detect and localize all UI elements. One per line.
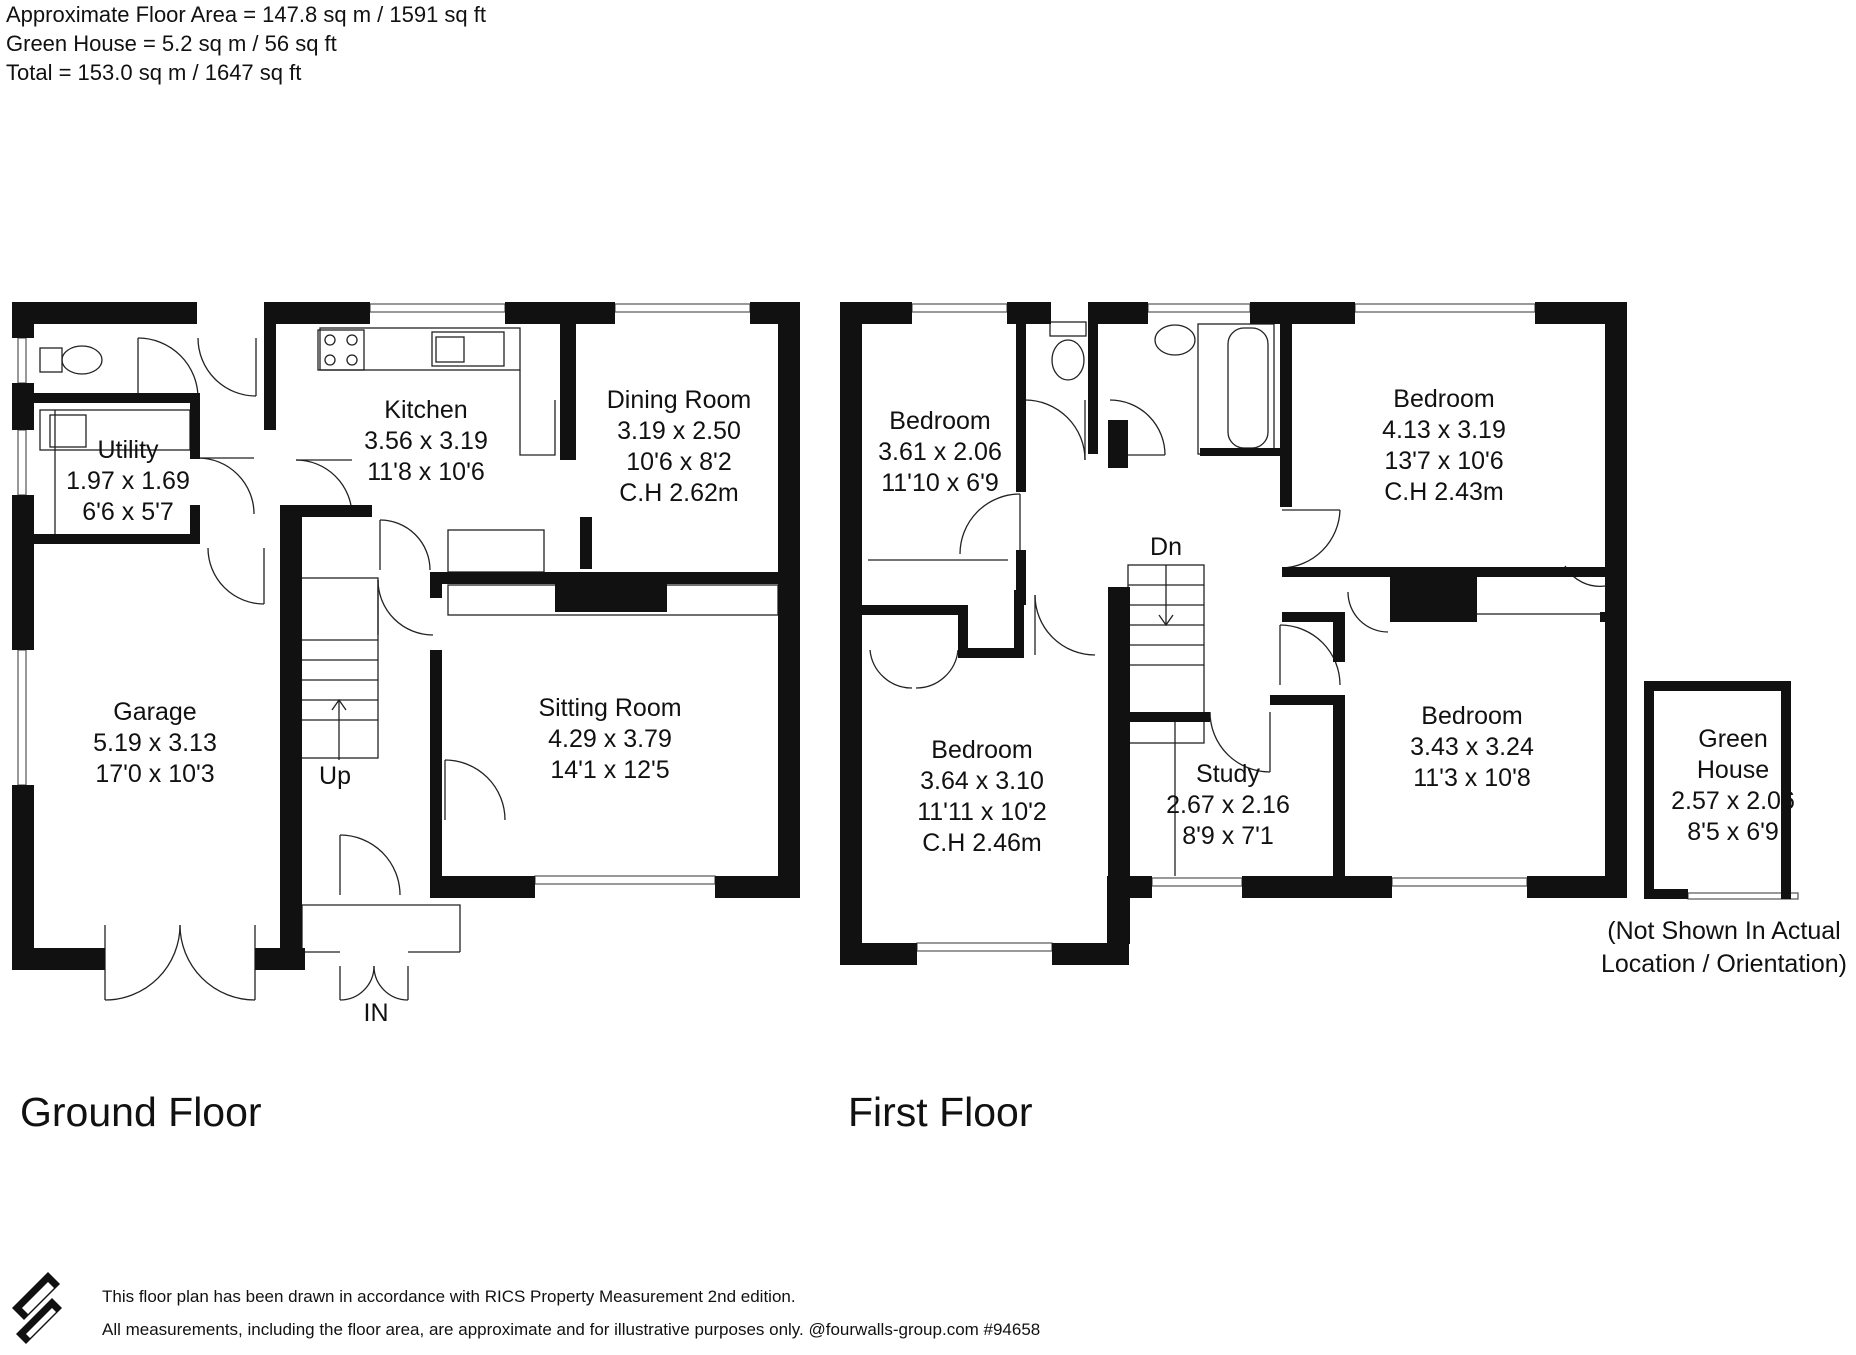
bedroom-front-right-imperial: 11'3 x 10'8	[1413, 764, 1531, 792]
bedroom-small-imperial: 11'10 x 6'9	[881, 469, 999, 497]
ground-floor-walls	[12, 302, 800, 970]
kitchen-metric: 3.56 x 3.19	[364, 427, 488, 455]
green-house-note-line2: Location / Orientation)	[1601, 950, 1847, 978]
green-house-name-line2: House	[1697, 756, 1769, 784]
first-floor-title: First Floor	[848, 1089, 1033, 1135]
bedroom-small-metric: 3.61 x 2.06	[878, 438, 1002, 466]
bedroom-main-imperial: 13'7 x 10'6	[1384, 447, 1503, 475]
dining-room-ceiling: C.H 2.62m	[619, 479, 738, 507]
green-house-plan: Green House 2.57 x 2.06 8'5 x 6'9 (Not S…	[1601, 681, 1847, 978]
garage-imperial: 17'0 x 10'3	[95, 760, 214, 788]
bedroom-front-left-imperial: 11'11 x 10'2	[917, 798, 1047, 826]
bedroom-front-left-name: Bedroom	[931, 736, 1032, 764]
bedroom-main-name: Bedroom	[1393, 385, 1494, 413]
ground-floor-plan: Kitchen 3.56 x 3.19 11'8 x 10'6 Dining R…	[12, 302, 800, 1135]
first-floor-plan: Bedroom 3.61 x 2.06 11'10 x 6'9 Bedroom …	[840, 302, 1627, 1135]
green-house-area-line: Green House = 5.2 sq m / 56 sq ft	[6, 31, 337, 56]
utility-name: Utility	[97, 436, 159, 464]
footer-rics-note: This floor plan has been drawn in accord…	[102, 1287, 796, 1306]
bedroom-front-left-ceiling: C.H 2.46m	[922, 829, 1041, 857]
garage-name: Garage	[113, 698, 196, 726]
bedroom-small-name: Bedroom	[889, 407, 990, 435]
study-imperial: 8'9 x 7'1	[1182, 822, 1274, 850]
first-floor-walls	[840, 302, 1627, 965]
floor-area-total-line: Approximate Floor Area = 147.8 sq m / 15…	[6, 2, 486, 27]
study-metric: 2.67 x 2.16	[1166, 791, 1290, 819]
bedroom-front-right-metric: 3.43 x 3.24	[1410, 733, 1534, 761]
dining-room-metric: 3.19 x 2.50	[617, 417, 741, 445]
bedroom-front-right-name: Bedroom	[1421, 702, 1522, 730]
sitting-room-name: Sitting Room	[538, 694, 681, 722]
stairs-up-label: Up	[319, 762, 351, 790]
utility-imperial: 6'6 x 5'7	[82, 498, 174, 526]
stairs-down-label: Dn	[1150, 533, 1182, 561]
sitting-room-imperial: 14'1 x 12'5	[550, 756, 669, 784]
entrance-label: IN	[364, 999, 389, 1027]
green-house-imperial: 8'5 x 6'9	[1687, 818, 1779, 846]
kitchen-name: Kitchen	[384, 396, 467, 424]
bedroom-front-left-metric: 3.64 x 3.10	[920, 767, 1044, 795]
grand-total-area-line: Total = 153.0 sq m / 1647 sq ft	[6, 60, 302, 85]
green-house-name-line1: Green	[1698, 725, 1767, 753]
garage-metric: 5.19 x 3.13	[93, 729, 217, 757]
sitting-room-metric: 4.29 x 3.79	[548, 725, 672, 753]
footer-disclaimer: All measurements, including the floor ar…	[102, 1320, 1041, 1339]
first-floor-labels: Bedroom 3.61 x 2.06 11'10 x 6'9 Bedroom …	[848, 385, 1534, 1135]
bedroom-main-metric: 4.13 x 3.19	[1382, 416, 1506, 444]
study-name: Study	[1196, 760, 1260, 788]
kitchen-imperial: 11'8 x 10'6	[367, 458, 485, 486]
fourwalls-logo	[12, 1272, 62, 1344]
dining-room-name: Dining Room	[607, 386, 752, 414]
ground-floor-title: Ground Floor	[20, 1089, 262, 1135]
utility-metric: 1.97 x 1.69	[66, 467, 190, 495]
green-house-metric: 2.57 x 2.06	[1671, 787, 1795, 815]
green-house-note-line1: (Not Shown In Actual	[1607, 917, 1840, 945]
bedroom-main-ceiling: C.H 2.43m	[1384, 478, 1503, 506]
dining-room-imperial: 10'6 x 8'2	[626, 448, 731, 476]
ground-floor-labels: Kitchen 3.56 x 3.19 11'8 x 10'6 Dining R…	[20, 386, 751, 1135]
